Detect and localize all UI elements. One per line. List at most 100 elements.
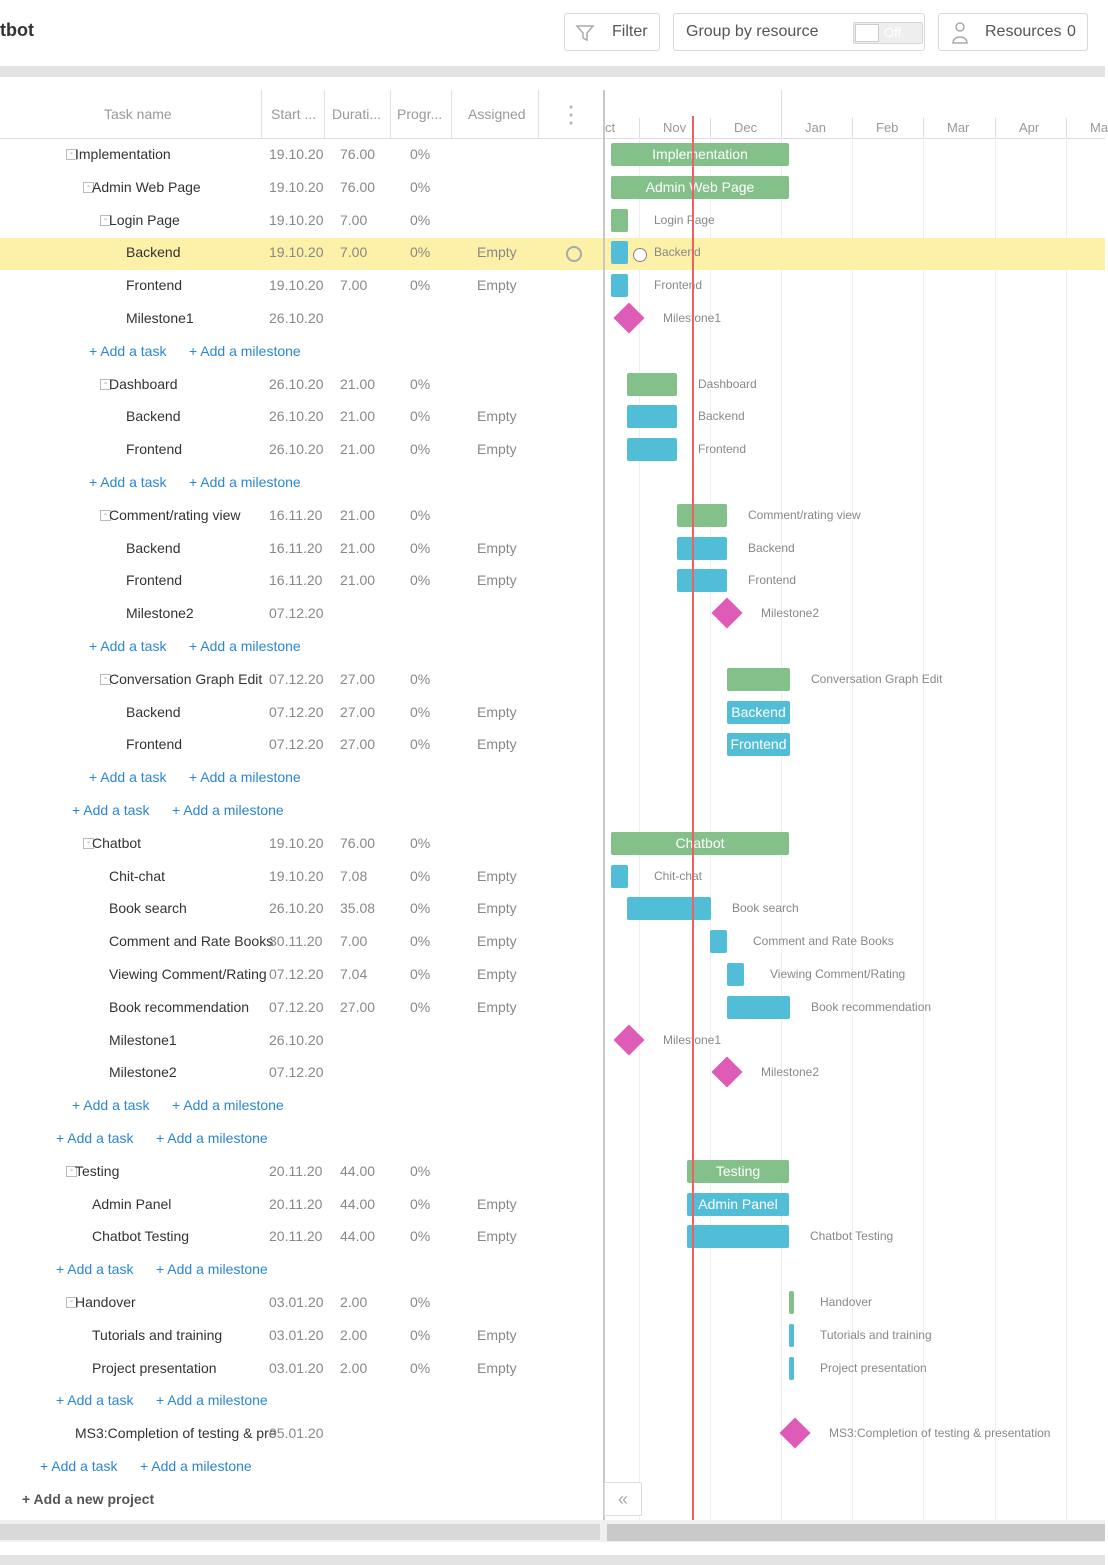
project-bar[interactable] bbox=[611, 208, 628, 232]
add-milestone-link[interactable]: + Add a milestone bbox=[189, 474, 301, 490]
collapse-panel-icon[interactable]: « bbox=[604, 1482, 642, 1516]
task-bar[interactable] bbox=[611, 241, 628, 265]
add-milestone-link[interactable]: + Add a milestone bbox=[156, 1392, 268, 1409]
timeline-scrollbar-thumb[interactable] bbox=[607, 1524, 1105, 1541]
settings-gear-icon[interactable] bbox=[566, 246, 582, 262]
milestone-marker[interactable] bbox=[711, 597, 743, 629]
task-bar[interactable] bbox=[789, 1323, 794, 1347]
col-divider[interactable] bbox=[451, 90, 452, 138]
add-milestone-link[interactable]: + Add a milestone bbox=[189, 342, 301, 359]
task-bar[interactable] bbox=[677, 569, 727, 593]
group-by-resource-toggle[interactable]: Off bbox=[853, 22, 923, 44]
task-bar[interactable] bbox=[727, 963, 744, 986]
col-divider[interactable] bbox=[390, 90, 391, 138]
col-header-assigned[interactable]: Assigned bbox=[468, 106, 526, 122]
task-bar[interactable] bbox=[611, 864, 628, 888]
col-divider[interactable] bbox=[324, 90, 325, 138]
resources-button[interactable]: Resources 0 bbox=[938, 13, 1088, 51]
milestone-marker[interactable] bbox=[779, 1417, 811, 1449]
task-bar[interactable]: Frontend bbox=[727, 733, 790, 757]
add-items-row[interactable]: + Add a task + Add a milestone bbox=[0, 794, 603, 827]
project-bar[interactable] bbox=[627, 372, 677, 396]
add-milestone-link[interactable]: + Add a milestone bbox=[189, 769, 301, 786]
add-task-link[interactable]: + Add a task bbox=[89, 474, 167, 490]
project-bar[interactable]: Implementation bbox=[611, 143, 789, 166]
add-milestone-link[interactable]: + Add a milestone bbox=[156, 1130, 268, 1146]
add-milestone-link[interactable]: + Add a milestone bbox=[189, 638, 301, 654]
collapse-toggle-icon[interactable]: - bbox=[66, 1165, 77, 1177]
add-items-row[interactable]: + Add a task + Add a milestone bbox=[0, 1384, 603, 1417]
add-items-row[interactable]: + Add a task + Add a milestone bbox=[0, 630, 603, 663]
add-items-row[interactable]: + Add a task+ Add a milestone bbox=[0, 761, 603, 794]
collapse-toggle-icon[interactable]: - bbox=[66, 1297, 77, 1308]
collapse-toggle-icon[interactable]: - bbox=[100, 509, 111, 521]
add-task-link[interactable]: + Add a task bbox=[40, 1458, 118, 1474]
project-bar[interactable]: Admin Web Page bbox=[611, 175, 789, 199]
add-items-row[interactable]: + Add a task + Add a milestone bbox=[0, 335, 603, 368]
task-bar[interactable]: Admin Panel bbox=[687, 1192, 789, 1216]
add-milestone-link[interactable]: + Add a milestone bbox=[172, 802, 284, 818]
add-milestone-link[interactable]: + Add a milestone bbox=[156, 1261, 268, 1278]
task-bar[interactable] bbox=[611, 274, 628, 298]
task-bar[interactable] bbox=[789, 1356, 794, 1380]
add-milestone-link[interactable]: + Add a milestone bbox=[172, 1097, 284, 1114]
project-bar[interactable]: Chatbot bbox=[611, 831, 789, 855]
task-bar[interactable]: Backend bbox=[727, 700, 790, 724]
add-task-link[interactable]: + Add a task bbox=[89, 638, 167, 654]
collapse-toggle-icon[interactable]: - bbox=[83, 837, 94, 849]
group-by-resource-control[interactable]: Group by resource Off bbox=[673, 13, 925, 51]
add-task-link[interactable]: + Add a task bbox=[89, 342, 167, 359]
collapse-toggle-icon[interactable]: - bbox=[100, 673, 111, 685]
task-bar[interactable] bbox=[627, 405, 677, 429]
column-menu-icon[interactable] bbox=[568, 104, 574, 126]
col-header-duration[interactable]: Durati... bbox=[332, 106, 382, 122]
task-bar[interactable] bbox=[710, 930, 727, 954]
project-bar[interactable] bbox=[789, 1291, 794, 1314]
collapse-toggle-icon[interactable]: - bbox=[83, 181, 94, 193]
add-task-link[interactable]: + Add a task bbox=[56, 1392, 134, 1409]
add-items-row[interactable]: + Add a task+ Add a milestone bbox=[0, 1089, 603, 1122]
task-bar[interactable] bbox=[687, 1225, 789, 1249]
project-bar[interactable] bbox=[677, 503, 727, 527]
col-header-progress[interactable]: Progr... bbox=[397, 106, 443, 122]
col-divider[interactable] bbox=[261, 90, 262, 138]
milestone-marker[interactable] bbox=[711, 1056, 743, 1088]
add-task-link[interactable]: + Add a task bbox=[56, 1261, 134, 1278]
collapse-toggle-icon[interactable]: - bbox=[100, 214, 111, 226]
col-divider[interactable] bbox=[538, 90, 539, 138]
col-header-start[interactable]: Start ... bbox=[271, 106, 317, 122]
add-task-link[interactable]: + Add a task bbox=[72, 802, 150, 818]
panel-splitter[interactable] bbox=[603, 90, 605, 1520]
grid-scrollbar-thumb[interactable] bbox=[0, 1524, 600, 1540]
add-new-project-link[interactable]: + Add a new project bbox=[22, 1490, 155, 1507]
add-new-project-row[interactable]: + Add a new project bbox=[0, 1483, 603, 1516]
collapse-toggle-icon[interactable]: - bbox=[100, 378, 111, 390]
